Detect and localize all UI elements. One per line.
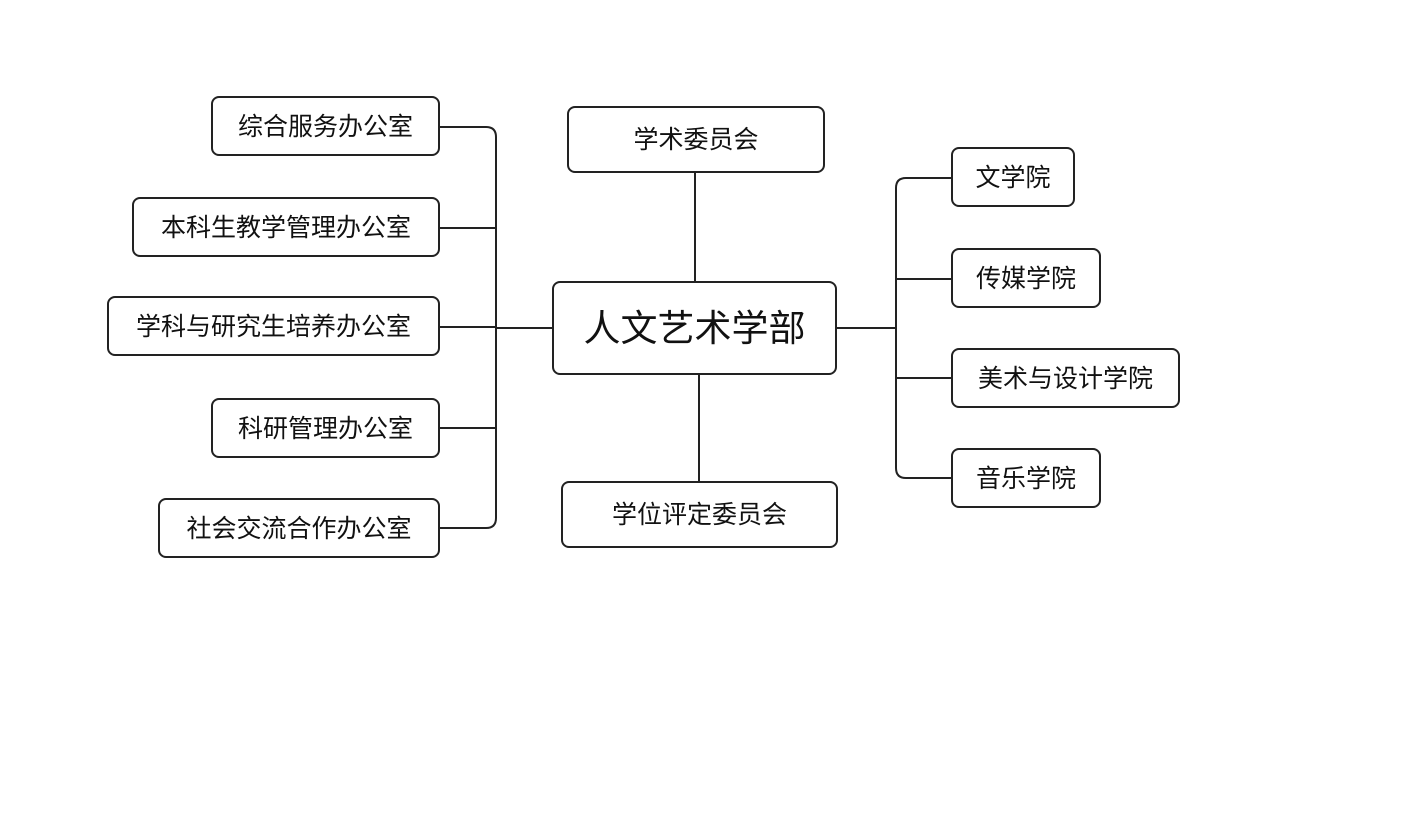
top-node: 学术委员会: [567, 106, 825, 173]
right-node-4: 音乐学院: [951, 448, 1101, 508]
left-node-5: 社会交流合作办公室: [158, 498, 440, 558]
left-node-4: 科研管理办公室: [211, 398, 440, 458]
center-node: 人文艺术学部: [552, 281, 837, 375]
right-node-2: 传媒学院: [951, 248, 1101, 308]
left-node-3: 学科与研究生培养办公室: [107, 296, 440, 356]
right-node-1: 文学院: [951, 147, 1075, 207]
right-node-3: 美术与设计学院: [951, 348, 1180, 408]
connector-right-bracket: [895, 177, 951, 479]
left-node-1: 综合服务办公室: [211, 96, 440, 156]
bottom-node: 学位评定委员会: [561, 481, 838, 548]
left-node-2: 本科生教学管理办公室: [132, 197, 440, 257]
